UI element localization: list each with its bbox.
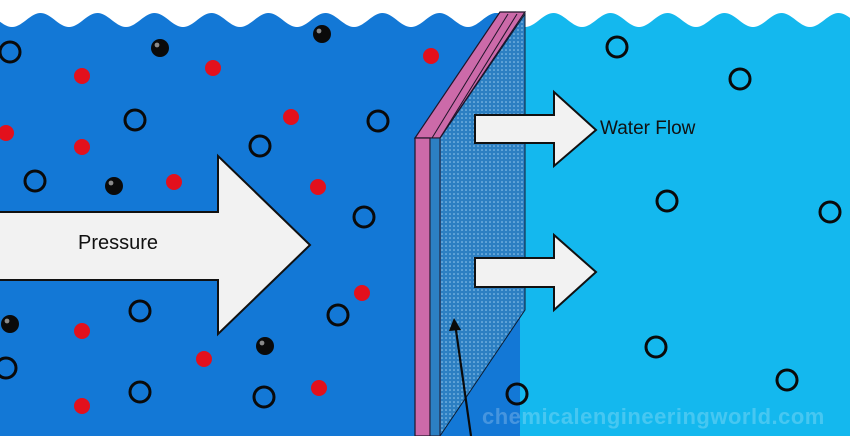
water-molecule-icon: [252, 385, 276, 409]
water-molecules: [0, 35, 842, 409]
salt-ion-icon: [74, 139, 90, 155]
water-molecule-icon: [655, 189, 679, 213]
water-molecule-icon: [728, 67, 752, 91]
salt-ion-icon: [74, 323, 90, 339]
water-molecule-icon: [0, 40, 22, 64]
salt-ions: [0, 48, 439, 414]
contaminant-particles: [1, 25, 331, 355]
water-molecule-icon: [605, 35, 629, 59]
water-molecule-icon: [352, 205, 376, 229]
salt-ion-icon: [311, 380, 327, 396]
water-molecule-icon: [366, 109, 390, 133]
membrane-pink-layer: [414, 137, 431, 436]
flow-arrows: [0, 89, 598, 337]
salt-ion-icon: [166, 174, 182, 190]
water-molecule-icon: [128, 299, 152, 323]
water-molecule-icon: [775, 368, 799, 392]
salt-ion-icon: [74, 68, 90, 84]
contaminant-icon: [256, 337, 274, 355]
contaminant-icon: [151, 39, 169, 57]
salt-ion-icon: [283, 109, 299, 125]
water-molecule-icon: [123, 108, 147, 132]
contaminant-icon: [1, 315, 19, 333]
salt-ion-icon: [196, 351, 212, 367]
water-molecule-icon: [326, 303, 350, 327]
water-molecule-icon: [0, 356, 18, 380]
contaminant-icon: [105, 177, 123, 195]
water-molecule-icon: [644, 335, 668, 359]
water-flow-arrow-icon: [474, 89, 598, 169]
contaminant-icon: [313, 25, 331, 43]
water-molecule-icon: [23, 169, 47, 193]
membrane-pointer-arrowhead: [449, 318, 461, 331]
salt-ion-icon: [354, 285, 370, 301]
salt-ion-icon: [423, 48, 439, 64]
semipermeable-membrane: [413, 11, 527, 436]
membrane-pointer-line: [453, 322, 473, 436]
pressure-arrow-icon: [0, 153, 312, 337]
water-flow-arrow-icon: [474, 232, 598, 313]
salt-ion-icon: [205, 60, 221, 76]
water-flow-label: Water Flow: [600, 118, 696, 139]
salt-ion-icon: [0, 125, 14, 141]
water-molecule-icon: [248, 134, 272, 158]
membrane-support-layer: [429, 137, 441, 436]
watermark: chemicalengineeringworld.com: [482, 404, 825, 429]
water-molecule-icon: [128, 380, 152, 404]
salt-ion-icon: [310, 179, 326, 195]
water-molecule-icon: [818, 200, 842, 224]
salt-ion-icon: [74, 398, 90, 414]
pressure-label: Pressure: [78, 232, 159, 254]
water-molecule-icon: [505, 382, 529, 406]
